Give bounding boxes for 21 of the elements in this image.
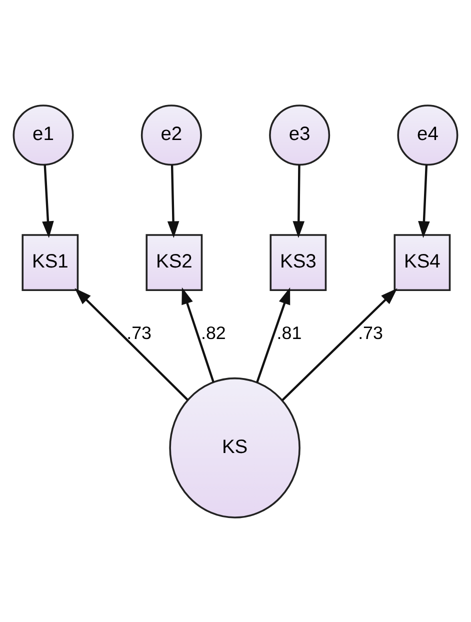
node-circle: e2 (140, 104, 202, 166)
node-circle: e3 (269, 104, 330, 166)
arrow (74, 288, 188, 400)
node-box: KS2 (146, 234, 203, 291)
node-circle: e4 (397, 104, 458, 166)
node-circle: e1 (12, 104, 74, 166)
edge-label: .81 (276, 322, 302, 342)
arrow (256, 286, 290, 382)
node-box: KS4 (394, 234, 451, 291)
arrow (292, 164, 305, 238)
edge-label: .73 (126, 322, 152, 342)
edge-label: .82 (201, 322, 226, 342)
node-box: KS3 (270, 234, 327, 291)
node-box: KS1 (22, 234, 79, 291)
arrow (167, 164, 180, 238)
arrow (182, 286, 214, 382)
arrow (282, 288, 398, 400)
arrow (418, 164, 430, 238)
arrow (42, 164, 54, 238)
node-circle: KS (169, 376, 300, 518)
edge-label: .73 (358, 322, 383, 342)
